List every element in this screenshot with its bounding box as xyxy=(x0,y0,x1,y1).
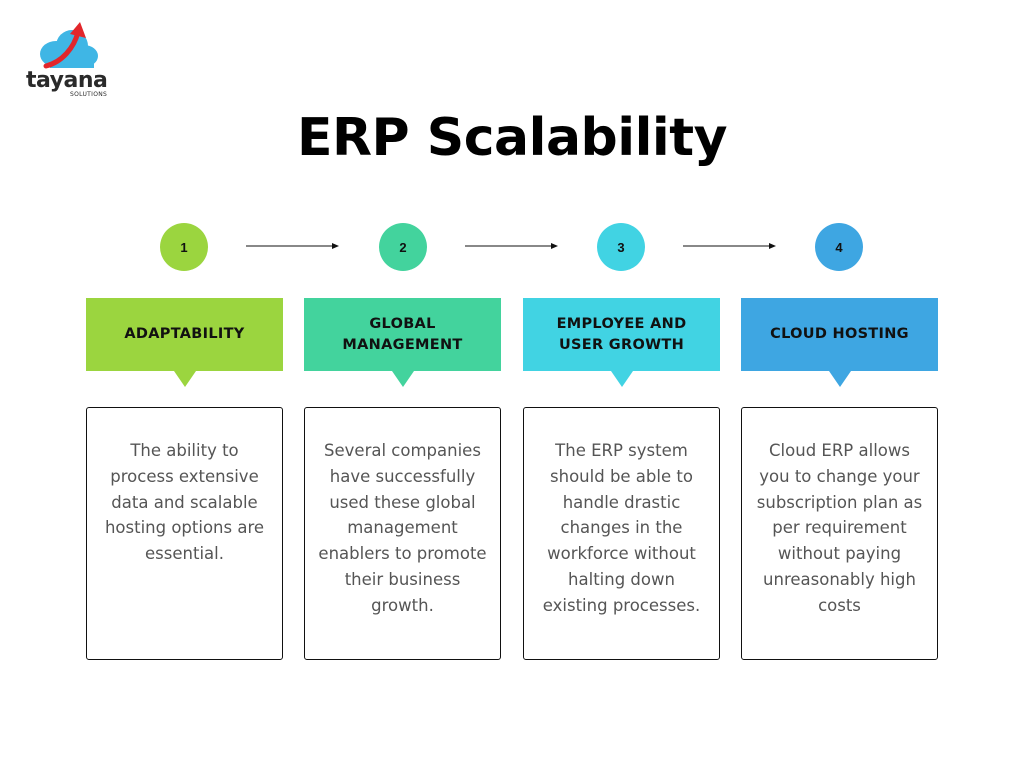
step-header-4: CLOUD HOSTING xyxy=(741,298,938,387)
step-heading: EMPLOYEE AND USER GROWTH xyxy=(556,315,687,353)
step-number-1: 1 xyxy=(160,223,208,271)
step-heading: GLOBAL MANAGEMENT xyxy=(342,315,463,353)
pointer-down-icon xyxy=(391,371,414,387)
step-description-3: The ERP system should be able to handle … xyxy=(523,407,720,660)
page-title: ERP Scalability xyxy=(296,108,728,168)
step-description-1: The ability to process extensive data an… xyxy=(86,407,283,660)
step-number-2: 2 xyxy=(379,223,427,271)
pointer-down-icon xyxy=(828,371,851,387)
brand-logo: tayana SOLUTIONS xyxy=(22,22,122,102)
pointer-down-icon xyxy=(173,371,196,387)
step-number-3: 3 xyxy=(597,223,645,271)
step-heading: ADAPTABILITY xyxy=(124,326,245,342)
step-header-1: ADAPTABILITY xyxy=(86,298,283,387)
pointer-down-icon xyxy=(610,371,633,387)
step-number-4: 4 xyxy=(815,223,863,271)
step-description-4: Cloud ERP allows you to change your subs… xyxy=(741,407,938,660)
step-header-2: GLOBAL MANAGEMENT xyxy=(304,298,501,387)
arrow-right-icon xyxy=(246,243,339,249)
step-heading: CLOUD HOSTING xyxy=(770,326,909,342)
brand-name: tayana xyxy=(26,68,108,93)
arrow-right-icon xyxy=(683,243,776,249)
brand-subtitle: SOLUTIONS xyxy=(70,91,108,98)
arrow-right-icon xyxy=(465,243,558,249)
cloud-arrow-logo-icon xyxy=(40,22,98,69)
step-header-3: EMPLOYEE AND USER GROWTH xyxy=(523,298,720,387)
step-description-2: Several companies have successfully used… xyxy=(304,407,501,660)
